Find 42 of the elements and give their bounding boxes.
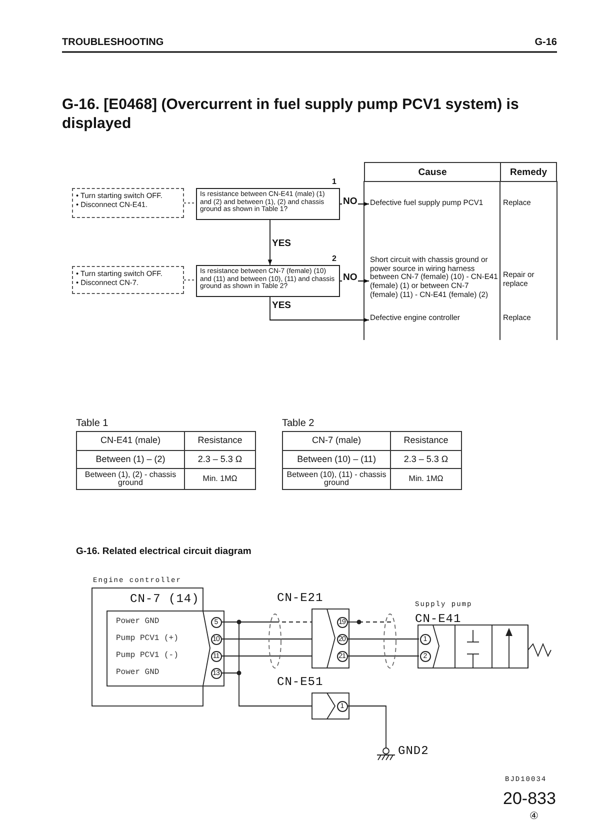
revision-mark: ④ xyxy=(528,810,540,823)
table-caption: Table 1 xyxy=(76,418,110,430)
arrow xyxy=(270,296,370,322)
instruction-box xyxy=(72,188,184,218)
table-cell: Min. 1MΩ xyxy=(184,468,256,490)
edge-label: NO xyxy=(342,196,358,207)
table-caption: Table 2 xyxy=(282,418,316,430)
arrow xyxy=(268,220,272,266)
pin-function-label: Power GND xyxy=(116,668,160,678)
arrow xyxy=(340,278,370,284)
edge-label: YES xyxy=(271,300,292,311)
decision-box xyxy=(196,265,340,297)
section-header: TROUBLESHOOTING xyxy=(62,37,165,49)
connector-label: CN-E51 xyxy=(277,675,324,689)
step-number: 2 xyxy=(332,254,336,263)
table-cell: Between (1), (2) - chassis ground xyxy=(76,468,185,490)
table-header-cell: Resistance xyxy=(184,431,256,451)
section-code: G-16 xyxy=(534,37,557,49)
connector-label: CN-E21 xyxy=(277,591,324,605)
column-header: Cause xyxy=(364,162,501,182)
decision-box xyxy=(196,188,340,220)
page-title: G-16. [E0468] (Overcurrent in fuel supply pump PCV1 system) is displayed xyxy=(62,96,520,134)
arrow xyxy=(340,202,370,206)
step-number: 1 xyxy=(332,177,336,186)
table-cell: Between (10), (11) - chassis ground xyxy=(282,468,391,490)
ground-label: GND2 xyxy=(398,744,430,758)
table-header-cell: Resistance xyxy=(390,431,462,451)
table-cell: Min. 1MΩ xyxy=(390,468,462,490)
connector-label: CN-E41 xyxy=(415,612,462,626)
pin-function-label: Pump PCV1 (-) xyxy=(116,651,180,661)
dashed-connector xyxy=(184,202,196,204)
section-subtitle: G-16. Related electrical circuit diagram xyxy=(76,546,252,558)
table-header-cell: CN-7 (male) xyxy=(282,431,391,451)
column-header: Remedy xyxy=(500,162,557,182)
pin-function-label: Pump PCV1 (+) xyxy=(116,634,180,644)
pin-function-label: Power GND xyxy=(116,617,160,627)
instruction-box xyxy=(72,266,184,294)
edge-label: YES xyxy=(271,238,292,249)
edge-label: NO xyxy=(342,272,358,283)
table-header-cell: CN-E41 (male) xyxy=(76,431,185,451)
connector-label: CN-7 (14) xyxy=(130,592,200,606)
page-number: 20-833 xyxy=(503,789,557,809)
